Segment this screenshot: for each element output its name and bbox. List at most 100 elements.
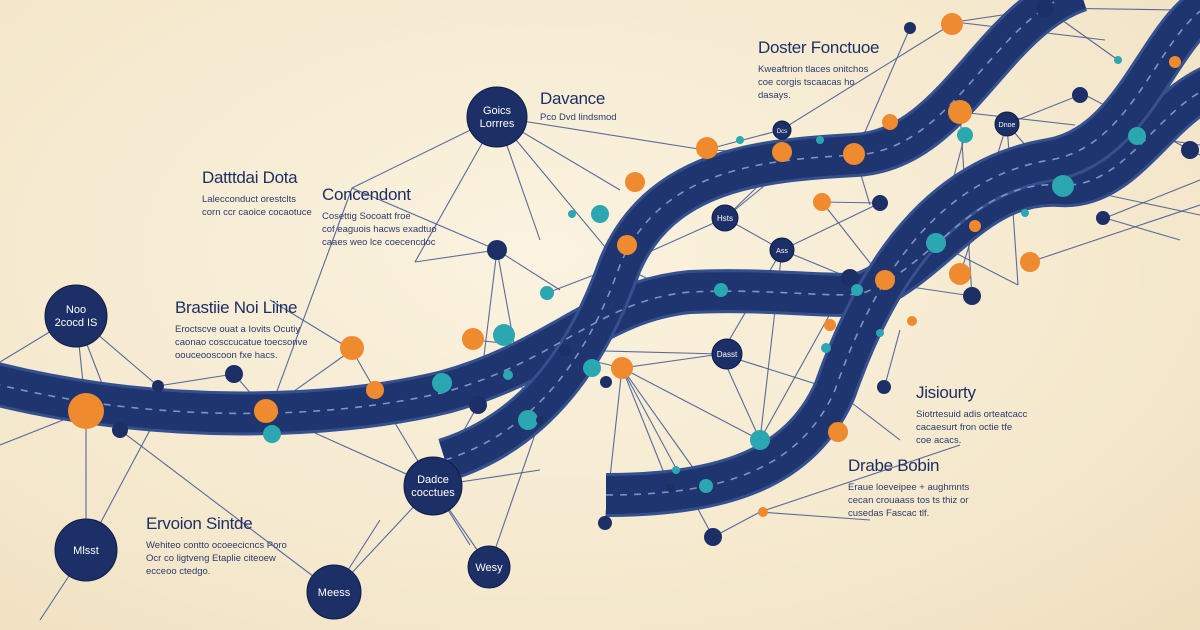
label-ervoion-sintde-line-2: Ocr co ligtveng Etaplie citeoew xyxy=(146,553,276,564)
node-dcs-label: Dcs xyxy=(777,129,787,135)
network-dot-51 xyxy=(1169,56,1181,68)
label-drabe-bobin: Drabe Bobin Eraue loeveipee + aughmnts c… xyxy=(848,456,969,520)
node-noo-line-2: 2cocd IS xyxy=(55,317,98,329)
node-goics-circle xyxy=(466,86,528,148)
network-dot-47 xyxy=(1036,0,1054,17)
network-dot-4 xyxy=(254,399,278,423)
roads xyxy=(0,0,1200,517)
network-dot-62 xyxy=(699,479,713,493)
network-dot-56 xyxy=(926,233,946,253)
connection-line-6 xyxy=(351,187,498,251)
label-ervoion-sintde-title: Ervoion Sintde xyxy=(146,514,253,533)
label-brastiie-noi-liine-line-1: Eroctscve ouat a Iovits Ocutiy xyxy=(175,324,301,335)
connection-line-43 xyxy=(621,353,722,369)
connection-line-19 xyxy=(781,202,881,251)
network-dot-33 xyxy=(851,284,863,296)
network-dot-66 xyxy=(758,507,768,517)
network-dot-22 xyxy=(591,205,609,223)
label-concendont: Concendont Cosettig Socoatt froe cof eag… xyxy=(322,185,437,249)
network-dot-1 xyxy=(112,422,128,438)
connection-line-90 xyxy=(1104,179,1200,219)
label-drabe-bobin-title: Drabe Bobin xyxy=(848,456,940,475)
network-dot-25 xyxy=(736,136,744,144)
connection-line-26 xyxy=(780,21,956,131)
label-davance-line-1: Pco Dvd lindsmod xyxy=(540,112,617,123)
network-dot-35 xyxy=(876,329,884,337)
label-datttdai-dota-line-2: corn ccr caoice cocaotuce xyxy=(202,207,312,218)
label-ervoion-sintde-line-1: Wehiteo contto ocoeecicncs Poro xyxy=(146,540,287,551)
node-dnoe-label: Dnoe xyxy=(999,122,1016,129)
node-hsts: Hsts xyxy=(711,204,739,232)
label-davance-title: Davance xyxy=(540,89,605,108)
network-dot-2 xyxy=(152,380,164,392)
network-dot-16 xyxy=(559,344,571,356)
label-drabe-bobin-line-1: Eraue loeveipee + aughmnts xyxy=(848,482,970,493)
network-dot-13 xyxy=(432,373,452,393)
network-dot-19 xyxy=(611,357,633,379)
connection-line-92 xyxy=(269,299,353,351)
node-meess-label: Meess xyxy=(318,587,351,599)
connection-line-48 xyxy=(621,367,671,489)
network-dot-6 xyxy=(340,336,364,360)
network-dot-30 xyxy=(813,193,831,211)
node-wesy: Wesy xyxy=(467,545,511,589)
label-datttdai-dota: Datttdai Dota Lalecconduct orestclts cor… xyxy=(202,168,312,219)
node-dadce-line-2: cocctues xyxy=(411,487,455,499)
label-jisiourty: Jisiourty Siotrtesuid adis orteatcacc ca… xyxy=(916,383,1027,447)
network-dot-44 xyxy=(957,127,973,143)
label-ervoion-sintde-body: Wehiteo contto ocoeecicncs Poro Ocr co l… xyxy=(146,539,287,578)
network-dot-65 xyxy=(672,466,680,474)
network-dot-39 xyxy=(828,422,848,442)
network-dot-0 xyxy=(68,393,104,429)
network-dot-17 xyxy=(583,359,601,377)
network-dots xyxy=(68,0,1199,546)
connection-line-7 xyxy=(269,187,353,411)
network-dot-24 xyxy=(696,137,718,159)
node-dasst-circle xyxy=(711,338,743,370)
connection-line-80 xyxy=(759,511,871,521)
network-dot-38 xyxy=(750,430,770,450)
network-dot-3 xyxy=(225,365,243,383)
node-ass-circle xyxy=(769,237,795,263)
network-dot-41 xyxy=(907,316,917,326)
network-dot-12 xyxy=(503,370,513,380)
node-dasst: Dasst xyxy=(711,338,743,370)
node-meess-circle xyxy=(306,564,362,620)
network-dot-7 xyxy=(366,381,384,399)
labelled-nodes: Goics Lorrres Noo 2cocd IS Dadce cocctue… xyxy=(44,86,1020,620)
node-wesy-label: Wesy xyxy=(475,562,503,574)
label-doster-fonctuoe-line-1: Kweaftrion tlaces onitchos xyxy=(758,64,869,75)
road-right-branch xyxy=(605,0,1200,514)
node-noo: Noo 2cocd IS xyxy=(44,284,108,348)
network-dot-46 xyxy=(941,13,963,35)
network-dot-63 xyxy=(704,528,722,546)
network-dot-67 xyxy=(536,416,544,424)
label-doster-fonctuoe-line-3: dasays. xyxy=(758,90,791,101)
label-doster-fonctuoe: Doster Fonctuoe Kweaftrion tlaces onitch… xyxy=(758,38,879,102)
network-dot-11 xyxy=(518,410,538,430)
node-wesy-circle xyxy=(467,545,511,589)
label-ervoion-sintde: Ervoion Sintde Wehiteo contto ocoeecicnc… xyxy=(146,514,287,578)
network-dot-36 xyxy=(821,343,831,353)
label-davance-body: Pco Dvd lindsmod xyxy=(540,111,617,124)
network-dot-60 xyxy=(1020,252,1040,272)
network-dot-59 xyxy=(963,287,981,305)
node-ass: Ass xyxy=(769,237,795,263)
network-dot-20 xyxy=(617,235,637,255)
network-dot-31 xyxy=(841,269,859,287)
network-dot-50 xyxy=(1128,127,1146,145)
network-dot-29 xyxy=(872,195,888,211)
label-brastiie-noi-liine-body: Eroctscve ouat a Iovits Ocutiy caonao co… xyxy=(175,323,308,362)
connection-line-72 xyxy=(119,429,335,593)
network-dot-64 xyxy=(598,516,612,530)
node-dadce-line-1: Dadce xyxy=(417,474,449,486)
network-dot-23 xyxy=(568,210,576,218)
node-dadce-circle xyxy=(403,456,463,516)
network-dot-34 xyxy=(824,319,836,331)
label-datttdai-dota-line-1: Lalecconduct orestclts xyxy=(202,194,296,205)
network-dot-45 xyxy=(904,22,916,34)
network-dot-48 xyxy=(1072,87,1088,103)
connection-line-76 xyxy=(488,419,541,568)
